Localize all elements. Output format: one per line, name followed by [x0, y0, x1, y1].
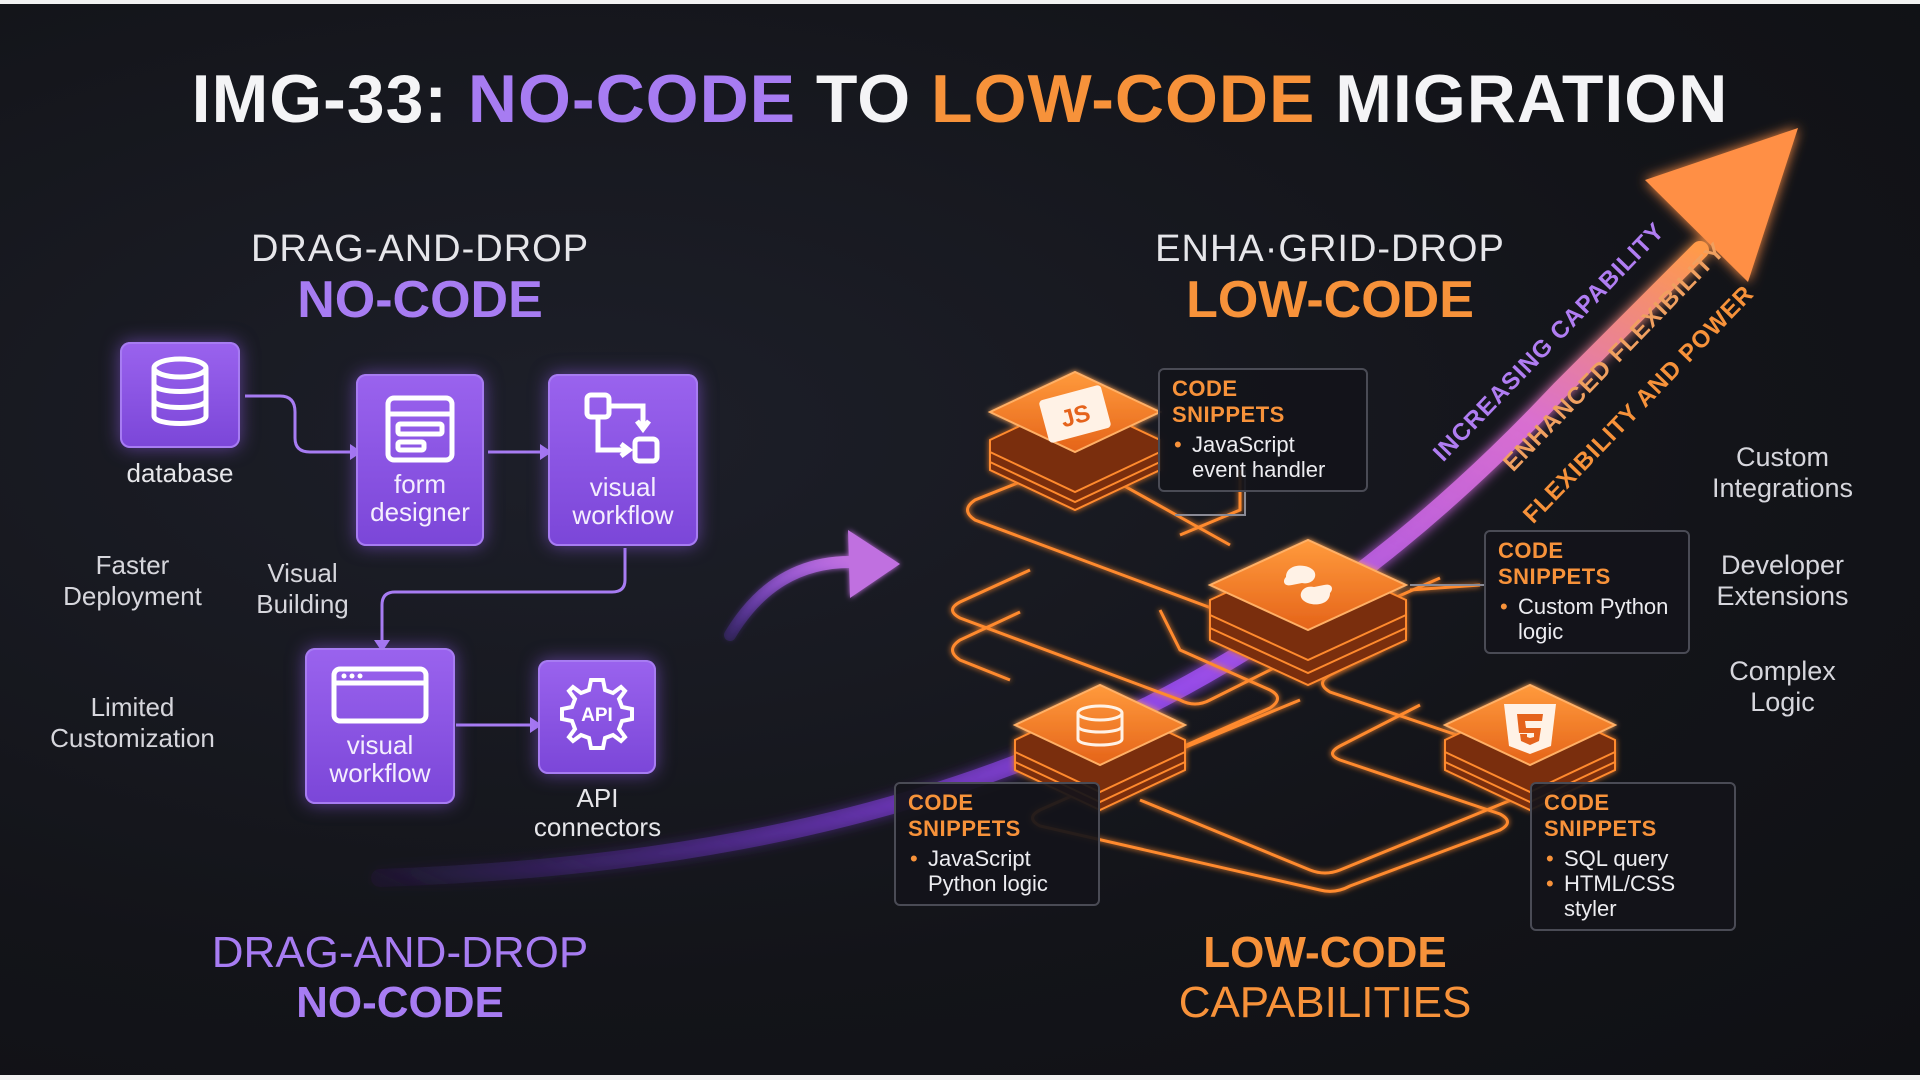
- code-snippet-callout-js: CODE SNIPPETS JavaScript event handler: [1158, 368, 1368, 492]
- code-snippet-item: JavaScript event handler: [1172, 432, 1354, 482]
- api-connectors-tile: API: [538, 660, 656, 774]
- code-snippet-title: CODE SNIPPETS: [908, 790, 1021, 841]
- code-snippet-title: CODE SNIPPETS: [1498, 538, 1611, 589]
- database-icon: [1076, 704, 1124, 747]
- low-code-heading: LOW-CODE: [1186, 271, 1474, 329]
- code-snippet-item: JavaScript Python logic: [908, 846, 1086, 896]
- title-to: TO: [796, 61, 932, 137]
- api-connectors-label: API connectors: [533, 783, 662, 842]
- form-designer-label: form designer: [370, 469, 470, 527]
- top-border: [0, 0, 1920, 4]
- title-migration: MIGRATION: [1315, 61, 1729, 137]
- custom-integrations-label: Custom Integrations: [1711, 442, 1854, 503]
- low-code-capabilities-line1: LOW-CODE: [1203, 928, 1447, 977]
- transition-arrow: [724, 530, 900, 641]
- javascript-node: JS: [987, 370, 1163, 512]
- visual-workflow-bottom-tile: visual workflow: [305, 648, 455, 804]
- bottom-border: [0, 1075, 1920, 1080]
- workflow-icon: [584, 392, 660, 464]
- limited-customization-label: Limited Customization: [50, 692, 215, 753]
- form-icon: [385, 395, 455, 463]
- python-icon: [1284, 565, 1332, 605]
- developer-extensions-label: Developer Extensions: [1716, 550, 1849, 611]
- code-snippet-title: CODE SNIPPETS: [1544, 790, 1657, 841]
- no-code-heading-sub: DRAG-AND-DROP: [250, 228, 590, 270]
- code-snippet-title: CODE SNIPPETS: [1172, 376, 1285, 427]
- visual-building-label: Visual Building: [256, 558, 349, 619]
- title-prefix: IMG-33:: [191, 61, 468, 137]
- code-snippet-callout-db: CODE SNIPPETS JavaScript Python logic: [894, 782, 1100, 906]
- complex-logic-label: Complex Logic: [1729, 656, 1836, 717]
- code-snippet-item: Custom Python logic: [1498, 594, 1676, 644]
- no-code-bottom-heading: NO-CODE: [296, 978, 504, 1027]
- visual-workflow-top-label: visual workflow: [572, 472, 674, 530]
- html5-node: [1442, 683, 1618, 812]
- page-title: IMG-33: NO-CODE TO LOW-CODE MIGRATION: [0, 60, 1920, 138]
- javascript-icon: JS: [1039, 385, 1111, 443]
- code-snippet-item: HTML/CSS styler: [1544, 871, 1722, 921]
- database-label: database: [126, 458, 234, 488]
- browser-window-icon: [331, 666, 429, 724]
- visual-workflow-bottom-label: visual workflow: [329, 730, 431, 788]
- code-snippet-callout-html: CODE SNIPPETS SQL query HTML/CSS styler: [1530, 782, 1736, 931]
- api-gear-icon: API: [560, 678, 634, 750]
- svg-text:API: API: [581, 705, 613, 726]
- visual-workflow-top-tile: visual workflow: [548, 374, 698, 546]
- title-no-code: NO-CODE: [467, 61, 797, 137]
- no-code-connectors: [245, 394, 627, 727]
- no-code-heading: NO-CODE: [297, 271, 543, 329]
- no-code-bottom-sub: DRAG-AND-DROP: [211, 928, 589, 977]
- title-low-code: LOW-CODE: [931, 61, 1316, 137]
- low-code-capabilities-line2: CAPABILITIES: [1178, 978, 1472, 1027]
- form-designer-tile: form designer: [356, 374, 484, 546]
- html5-icon: [1504, 704, 1556, 754]
- faster-deployment-label: Faster Deployment: [63, 550, 202, 611]
- code-snippet-item: SQL query: [1544, 846, 1722, 871]
- low-code-heading-sub: ENHA·GRID-DROP: [1155, 228, 1505, 270]
- code-snippet-callout-python: CODE SNIPPETS Custom Python logic: [1484, 530, 1690, 654]
- python-node: [1207, 538, 1409, 687]
- database-tile: [120, 342, 240, 448]
- database-icon: [151, 356, 209, 426]
